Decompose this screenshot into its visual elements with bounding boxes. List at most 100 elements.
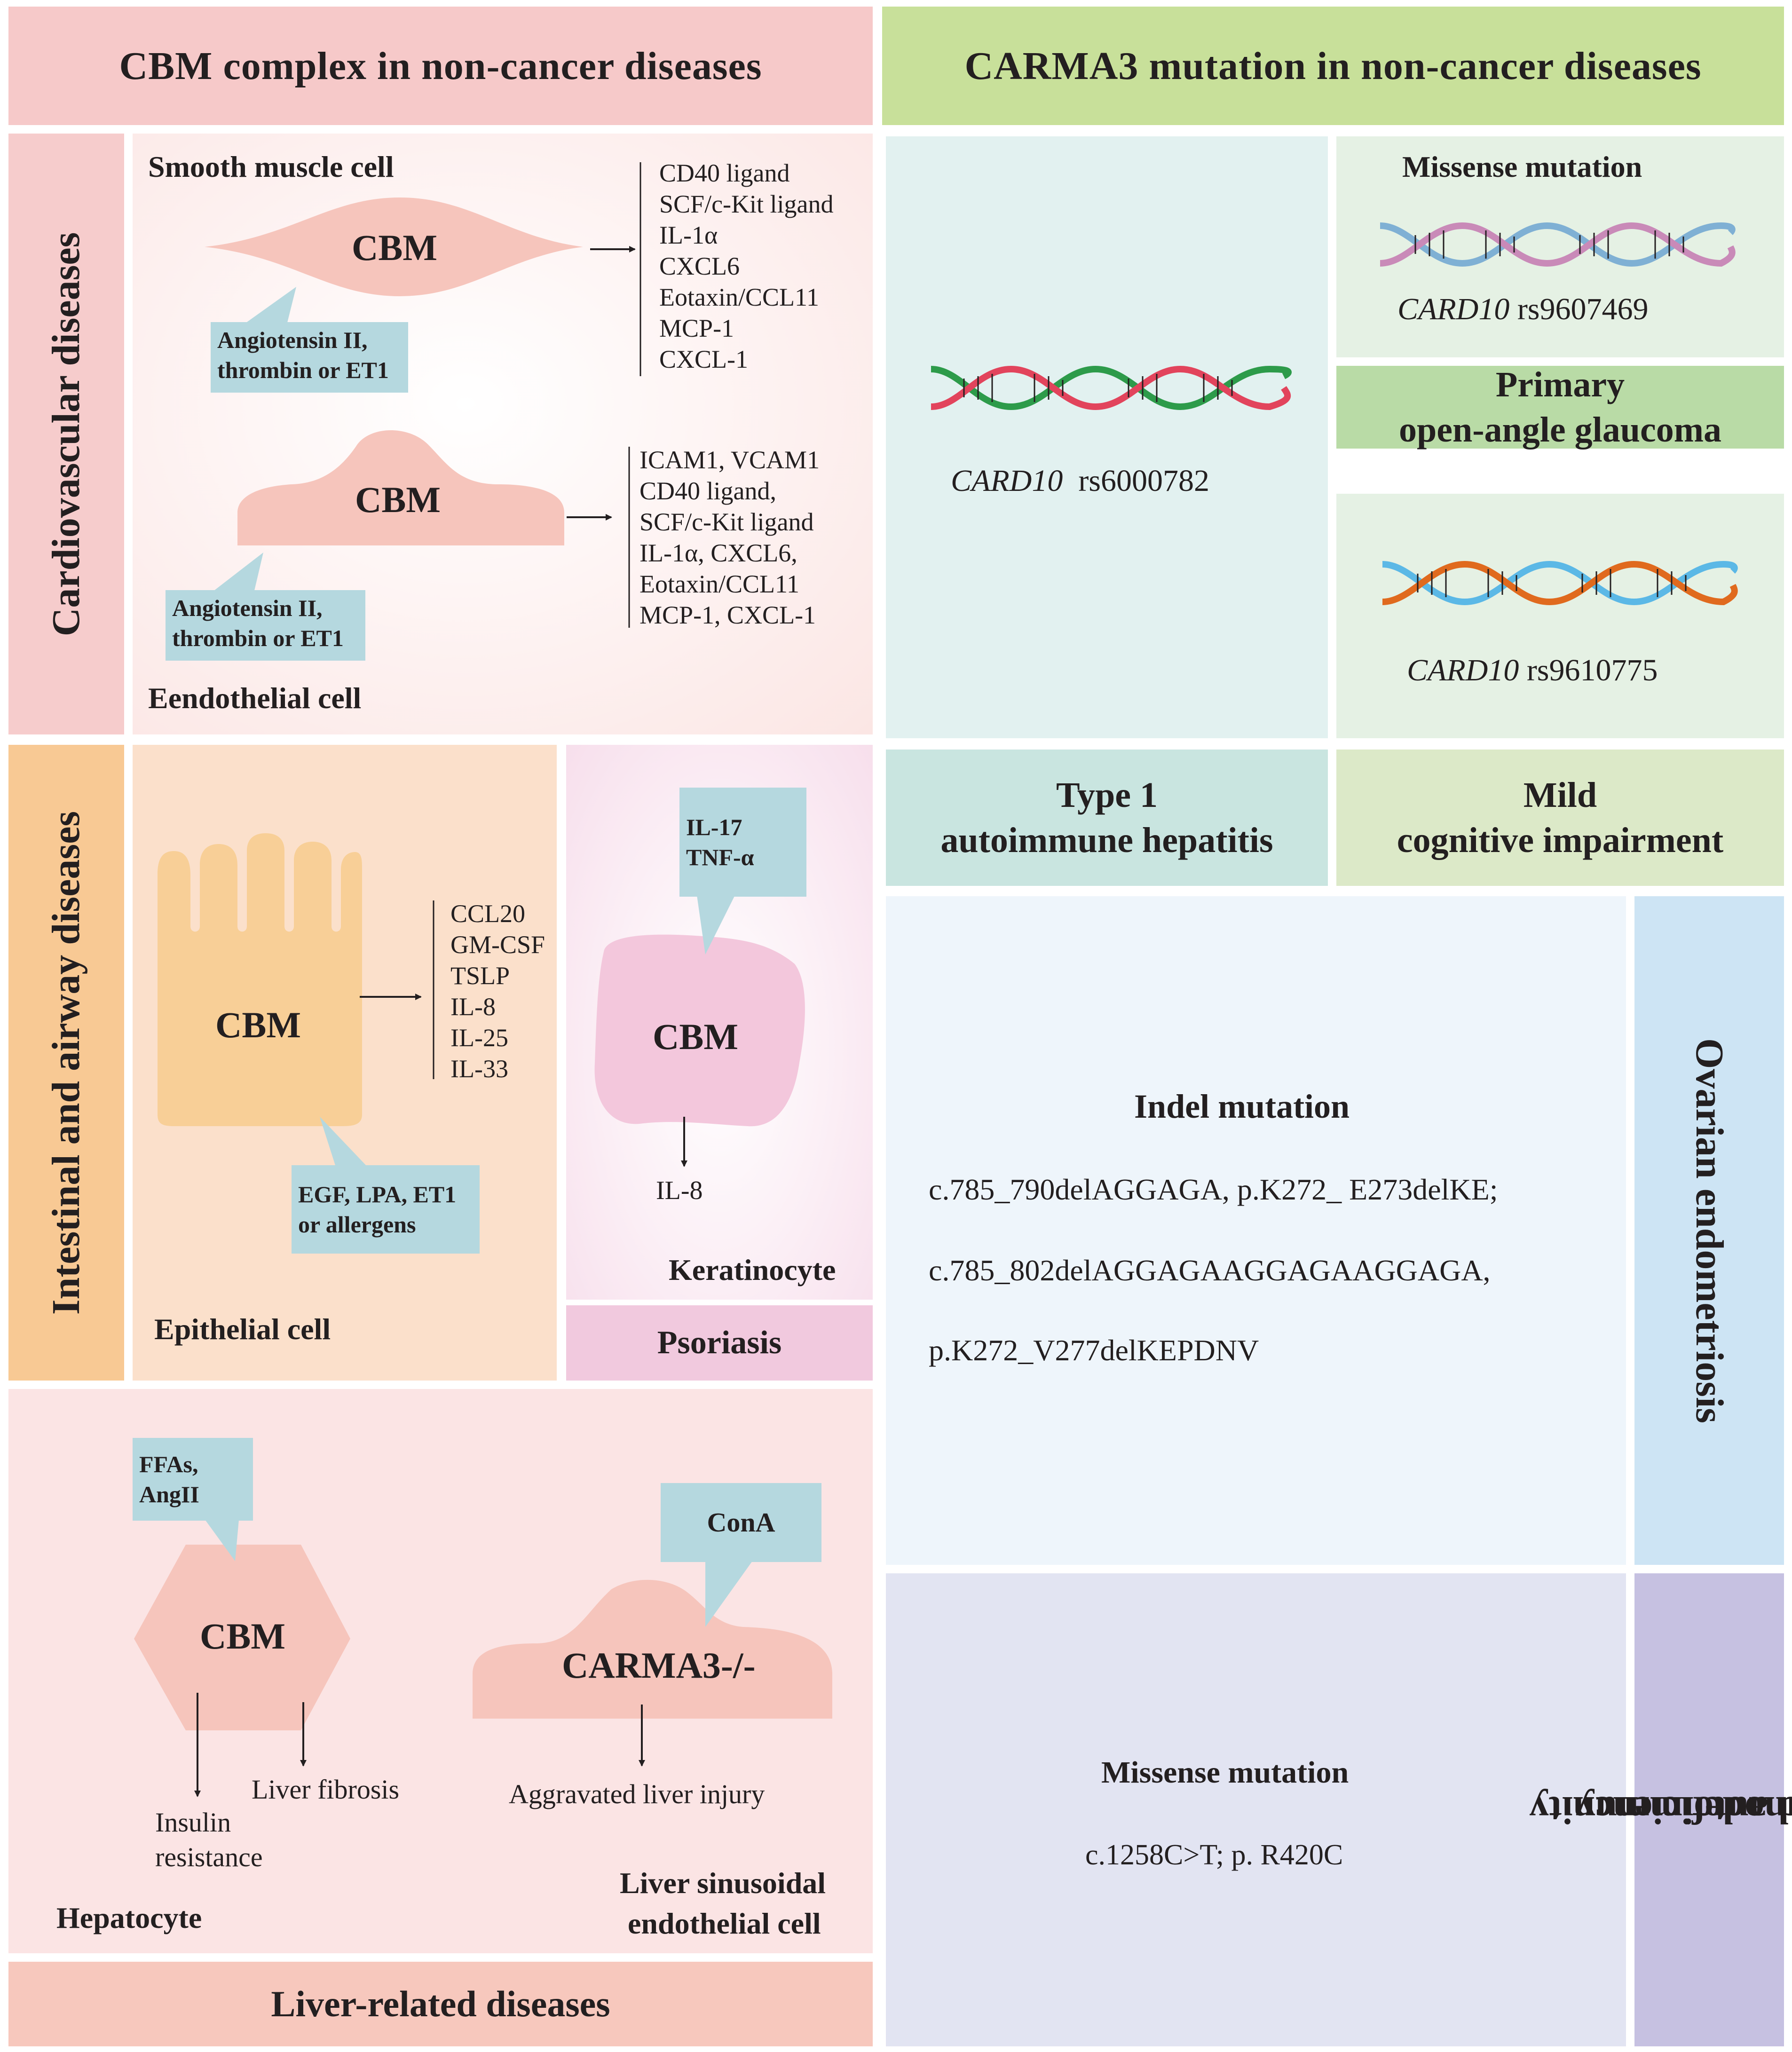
dna-helix-red-green-icon (931, 365, 1292, 410)
kera-cbm-label: CBM (653, 1016, 738, 1057)
epi-stimulus-line2: or allergens (298, 1211, 416, 1238)
ec-cbm-label: CBM (355, 479, 441, 520)
indel-line1: c.785_790delAGGAGA, p.K272_ E273delKE; (929, 1173, 1498, 1206)
immuno-label: Immunodeficiency and autoimmunity (1529, 1573, 1792, 2046)
right-header: CARMA3 mutation in non-cancer diseases (882, 7, 1784, 125)
dna-helix-blue-purple-icon (1380, 222, 1736, 267)
ec-stimulus-pointer (212, 552, 263, 592)
mci-label: Mild cognitive impairment (1336, 750, 1784, 886)
kera-stimulus-pointer (696, 889, 738, 955)
ec-stimulus-line1: Angiotensin II, (172, 595, 323, 621)
hep-snp-gene: CARD10 (951, 464, 1063, 498)
mci-label-line2: cognitive impairment (1397, 821, 1724, 860)
mci-snp-gene: CARD10 (1407, 653, 1519, 687)
mci-snp-label: CARD10 rs9610775 (1407, 653, 1658, 688)
smc-stimulus-line2: thrombin or ET1 (217, 357, 389, 383)
right-header-title: CARMA3 mutation in non-cancer diseases (964, 44, 1702, 88)
ec-output-item: SCF/c-Kit ligand (639, 508, 814, 536)
mci-label-line1: Mild (1523, 775, 1597, 815)
kera-stimulus-line2: TNF-α (686, 844, 754, 870)
hep-output-insulin-line1: Insulin (155, 1807, 231, 1838)
liver-label: Liver-related diseases (8, 1962, 873, 2046)
smc-output-item: SCF/c-Kit ligand (659, 190, 834, 218)
epithelial-cell-shape (158, 833, 362, 1126)
indel-panel (886, 896, 1626, 1565)
psoriasis-box: Psoriasis (566, 1305, 873, 1381)
smc-cbm-label: CBM (352, 227, 437, 268)
smc-output-item: CXCL6 (659, 252, 740, 280)
smooth-muscle-cell-shape (205, 197, 583, 296)
epi-output-item: TSLP (450, 962, 510, 990)
hepatocyte-shape (134, 1545, 350, 1730)
smc-output-item: Eotaxin/CCL11 (659, 283, 819, 311)
kera-stimulus-box: IL-17 TNF-α (679, 788, 806, 897)
hep-stimulus-pointer (197, 1509, 240, 1561)
indel-title: Indel mutation (1134, 1088, 1350, 1125)
epi-stimulus-box: EGF, LPA, ET1 or allergens (292, 1165, 480, 1254)
aih-label-line2: autoimmune hepatitis (940, 821, 1273, 860)
mci-snp-id: rs9610775 (1526, 653, 1658, 687)
poag-label-line1: Primary (1495, 365, 1625, 404)
endometriosis-label: Ovarian endometriosis (1634, 896, 1784, 1565)
kera-output: IL-8 (656, 1176, 703, 1205)
indel-line3: p.K272_V277delKEPDNV (929, 1334, 1259, 1367)
poag-snp-label: CARD10 rs9607469 (1397, 292, 1649, 327)
epi-stimulus-pointer (320, 1117, 367, 1176)
psoriasis-label: Psoriasis (657, 1325, 782, 1361)
ec-output-item: Eotaxin/CCL11 (639, 570, 799, 598)
mci-snp-panel (1336, 494, 1784, 738)
keratinocyte-shape (594, 934, 805, 1127)
epi-output-item: IL-8 (450, 993, 496, 1021)
lsec-stimulus-text: ConA (707, 1507, 775, 1538)
hep-title: Hepatocyte (56, 1901, 202, 1934)
smc-output-item: CXCL-1 (659, 345, 748, 373)
lsec-cbm-label: CARMA3-/- (562, 1645, 756, 1686)
missense2-panel (886, 1573, 1626, 2046)
ec-stimulus-line2: thrombin or ET1 (172, 625, 344, 651)
smc-title: Smooth muscle cell (148, 150, 394, 183)
liver-label-text: Liver-related diseases (271, 1983, 610, 2024)
ec-output-item: CD40 ligand, (639, 477, 776, 505)
aih-label-line1: Type 1 (1056, 775, 1158, 815)
lsec-title-line1: Liver sinusoidal (620, 1866, 826, 1900)
endothelial-cell-shape (237, 430, 564, 545)
lsec-stimulus-box: ConA (661, 1483, 821, 1562)
hep-output-fibrosis: Liver fibrosis (252, 1774, 400, 1805)
hep-snp-id: rs6000782 (1078, 464, 1209, 498)
epi-stimulus-line1: EGF, LPA, ET1 (298, 1181, 457, 1208)
ec-stimulus-box: Angiotensin II, thrombin or ET1 (166, 590, 365, 661)
hep-snp-label: CARD10 rs6000782 (951, 463, 1209, 499)
lsec-shape (473, 1579, 832, 1719)
kera-title: Keratinocyte (669, 1253, 836, 1286)
hep-stimulus-line2: AngII (139, 1481, 199, 1507)
hep-output-insulin-line2: resistance (155, 1842, 263, 1872)
hep-stimulus-box: FFAs, AngII (133, 1438, 253, 1521)
left-header-title: CBM complex in non-cancer diseases (119, 44, 762, 88)
lsec-stimulus-pointer (705, 1561, 752, 1627)
epi-cbm-label: CBM (215, 1004, 301, 1045)
kera-stimulus-line1: IL-17 (686, 814, 742, 840)
missense-title: Missense mutation (1402, 150, 1642, 183)
poag-label: Primary open-angle glaucoma (1336, 365, 1784, 450)
smc-output-item: IL-1α (659, 221, 718, 249)
ec-title: Eendothelial cell (148, 681, 362, 715)
left-header: CBM complex in non-cancer diseases (8, 7, 873, 125)
poag-snp-id: rs9607469 (1517, 292, 1649, 326)
epi-title: Epithelial cell (154, 1312, 331, 1346)
smc-stimulus-line1: Angiotensin II, (217, 327, 368, 353)
epi-output-item: GM-CSF (450, 931, 545, 959)
lsec-output: Aggravated liver injury (509, 1779, 765, 1809)
indel-line2: c.785_802delAGGAGAAGGAGAAGGAGA, (929, 1254, 1491, 1287)
ec-output-item: ICAM1, VCAM1 (639, 446, 820, 474)
ec-output-item: IL-1α, CXCL6, (639, 539, 797, 567)
hep-stimulus-line1: FFAs, (139, 1451, 198, 1477)
intestinal-label: Intestinal and airway diseases (8, 745, 124, 1381)
smc-stimulus-pointer (247, 287, 296, 324)
lsec-title-line2: endothelial cell (628, 1907, 821, 1940)
smc-output-item: MCP-1 (659, 314, 734, 342)
dna-helix-blue-orange-icon (1382, 560, 1738, 606)
